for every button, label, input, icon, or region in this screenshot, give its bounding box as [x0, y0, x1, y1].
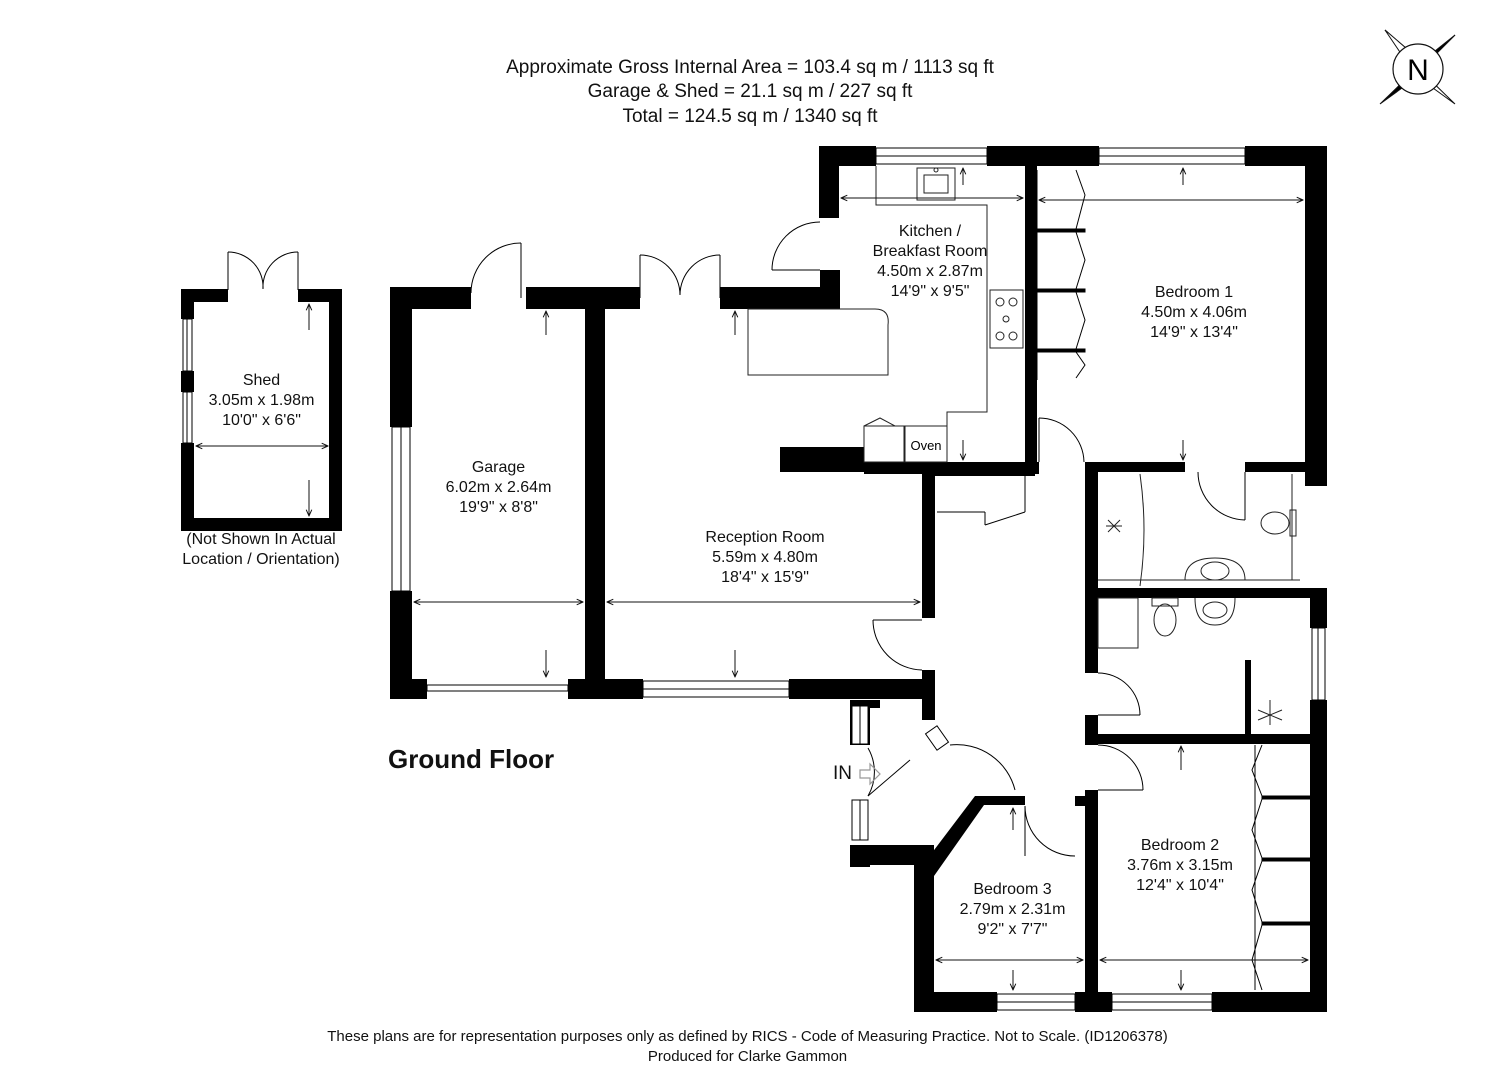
- doors: [227, 221, 1246, 857]
- window-lines: [186, 155, 1319, 1003]
- garage-metric: 6.02m x 2.64m: [445, 479, 552, 496]
- bedroom3-label: Bedroom 3 2.79m x 2.31m 9'2" x 7'7": [930, 880, 1095, 940]
- shed-note-line1: (Not Shown In Actual: [186, 531, 336, 548]
- north-compass-icon: [1379, 29, 1456, 105]
- garage-name: Garage: [471, 459, 526, 476]
- bedroom1-imperial: 14'9" x 13'4": [1150, 324, 1238, 341]
- bedroom1-metric: 4.50m x 4.06m: [1141, 304, 1247, 321]
- wardrobes: [1036, 169, 1311, 991]
- kitchen-metric: 4.50m x 2.87m: [877, 263, 983, 280]
- bedroom2-name: Bedroom 2: [1140, 837, 1220, 854]
- kitchen-name-line2: Breakfast Room: [872, 243, 988, 260]
- garage-imperial: 19'9" x 8'8": [459, 499, 538, 516]
- garage-door: [426, 684, 569, 692]
- bedroom3-imperial: 9'2" x 7'7": [977, 921, 1048, 938]
- footer-disclaimer: These plans are for representation purpo…: [327, 1028, 1168, 1045]
- entrance-arrow-icon: [859, 762, 881, 786]
- entrance-label: IN: [833, 763, 852, 784]
- bedroom1-label: Bedroom 1 4.50m x 4.06m 14'9" x 13'4": [1094, 283, 1294, 343]
- bedroom3-metric: 2.79m x 2.31m: [959, 901, 1066, 918]
- garage-shed-area: Garage & Shed = 21.1 sq m / 227 sq ft: [587, 81, 913, 102]
- shed-metric: 3.05m x 1.98m: [208, 392, 315, 409]
- oven-label: Oven: [910, 438, 941, 453]
- bathroom-fixtures: [1097, 473, 1300, 725]
- gross-internal-area: Approximate Gross Internal Area = 103.4 …: [506, 57, 994, 78]
- reception-imperial: 18'4" x 15'9": [721, 569, 809, 586]
- garage-label: Garage 6.02m x 2.64m 19'9" x 8'8": [412, 458, 585, 518]
- reception-label: Reception Room 5.59m x 4.80m 18'4" x 15'…: [660, 528, 870, 588]
- reception-name: Reception Room: [705, 529, 825, 546]
- footer-produced-for: Produced for Clarke Gammon: [647, 1048, 848, 1065]
- dimension-arrows: [196, 168, 1308, 990]
- bedroom3-name: Bedroom 3: [973, 881, 1052, 898]
- bedroom1-name: Bedroom 1: [1154, 284, 1234, 301]
- compass-north-label: N: [1407, 54, 1429, 87]
- shed-label: Shed 3.05m x 1.98m 10'0" x 6'6": [181, 371, 342, 431]
- bedroom2-label: Bedroom 2 3.76m x 3.15m 12'4" x 10'4": [1090, 836, 1270, 896]
- shed-location-note: (Not Shown In Actual Location / Orientat…: [150, 530, 372, 570]
- kitchen-fixtures: [747, 166, 1024, 463]
- floor-title: Ground Floor: [388, 744, 555, 774]
- walls: [181, 146, 1327, 1012]
- total-area: Total = 124.5 sq m / 1340 sq ft: [622, 106, 878, 127]
- reception-metric: 5.59m x 4.80m: [712, 549, 818, 566]
- shed-note-line2: Location / Orientation): [182, 551, 340, 568]
- bedroom2-imperial: 12'4" x 10'4": [1136, 877, 1224, 894]
- shed-name: Shed: [242, 372, 281, 389]
- bedroom2-metric: 3.76m x 3.15m: [1127, 857, 1233, 874]
- kitchen-label: Kitchen / Breakfast Room 4.50m x 2.87m 1…: [820, 222, 1040, 302]
- kitchen-imperial: 14'9" x 9'5": [890, 283, 970, 300]
- shed-imperial: 10'0" x 6'6": [222, 412, 301, 429]
- kitchen-name-line1: Kitchen /: [898, 223, 962, 240]
